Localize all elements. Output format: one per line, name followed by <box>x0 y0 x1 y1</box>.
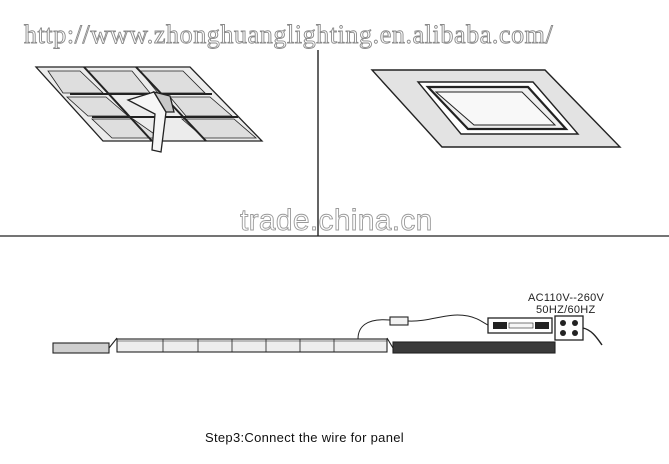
installed-panel-illustration <box>370 69 622 148</box>
wire-connector <box>389 316 409 326</box>
frequency-label: 50HZ/60HZ <box>536 304 596 316</box>
panel-body <box>116 338 388 353</box>
url-watermark: http://www.zhonghuanglighting.en.alibaba… <box>24 20 554 50</box>
panel-cross-section <box>52 314 603 354</box>
power-socket <box>554 315 584 341</box>
voltage-label: AC110V--260V <box>528 292 605 304</box>
ceiling-grid-illustration <box>34 66 264 153</box>
ceiling-block-left <box>52 342 110 354</box>
trade-watermark: trade.china.cn <box>240 204 433 238</box>
ceiling-block-right <box>392 341 556 354</box>
step-caption: Step3:Connect the wire for panel <box>205 430 404 445</box>
